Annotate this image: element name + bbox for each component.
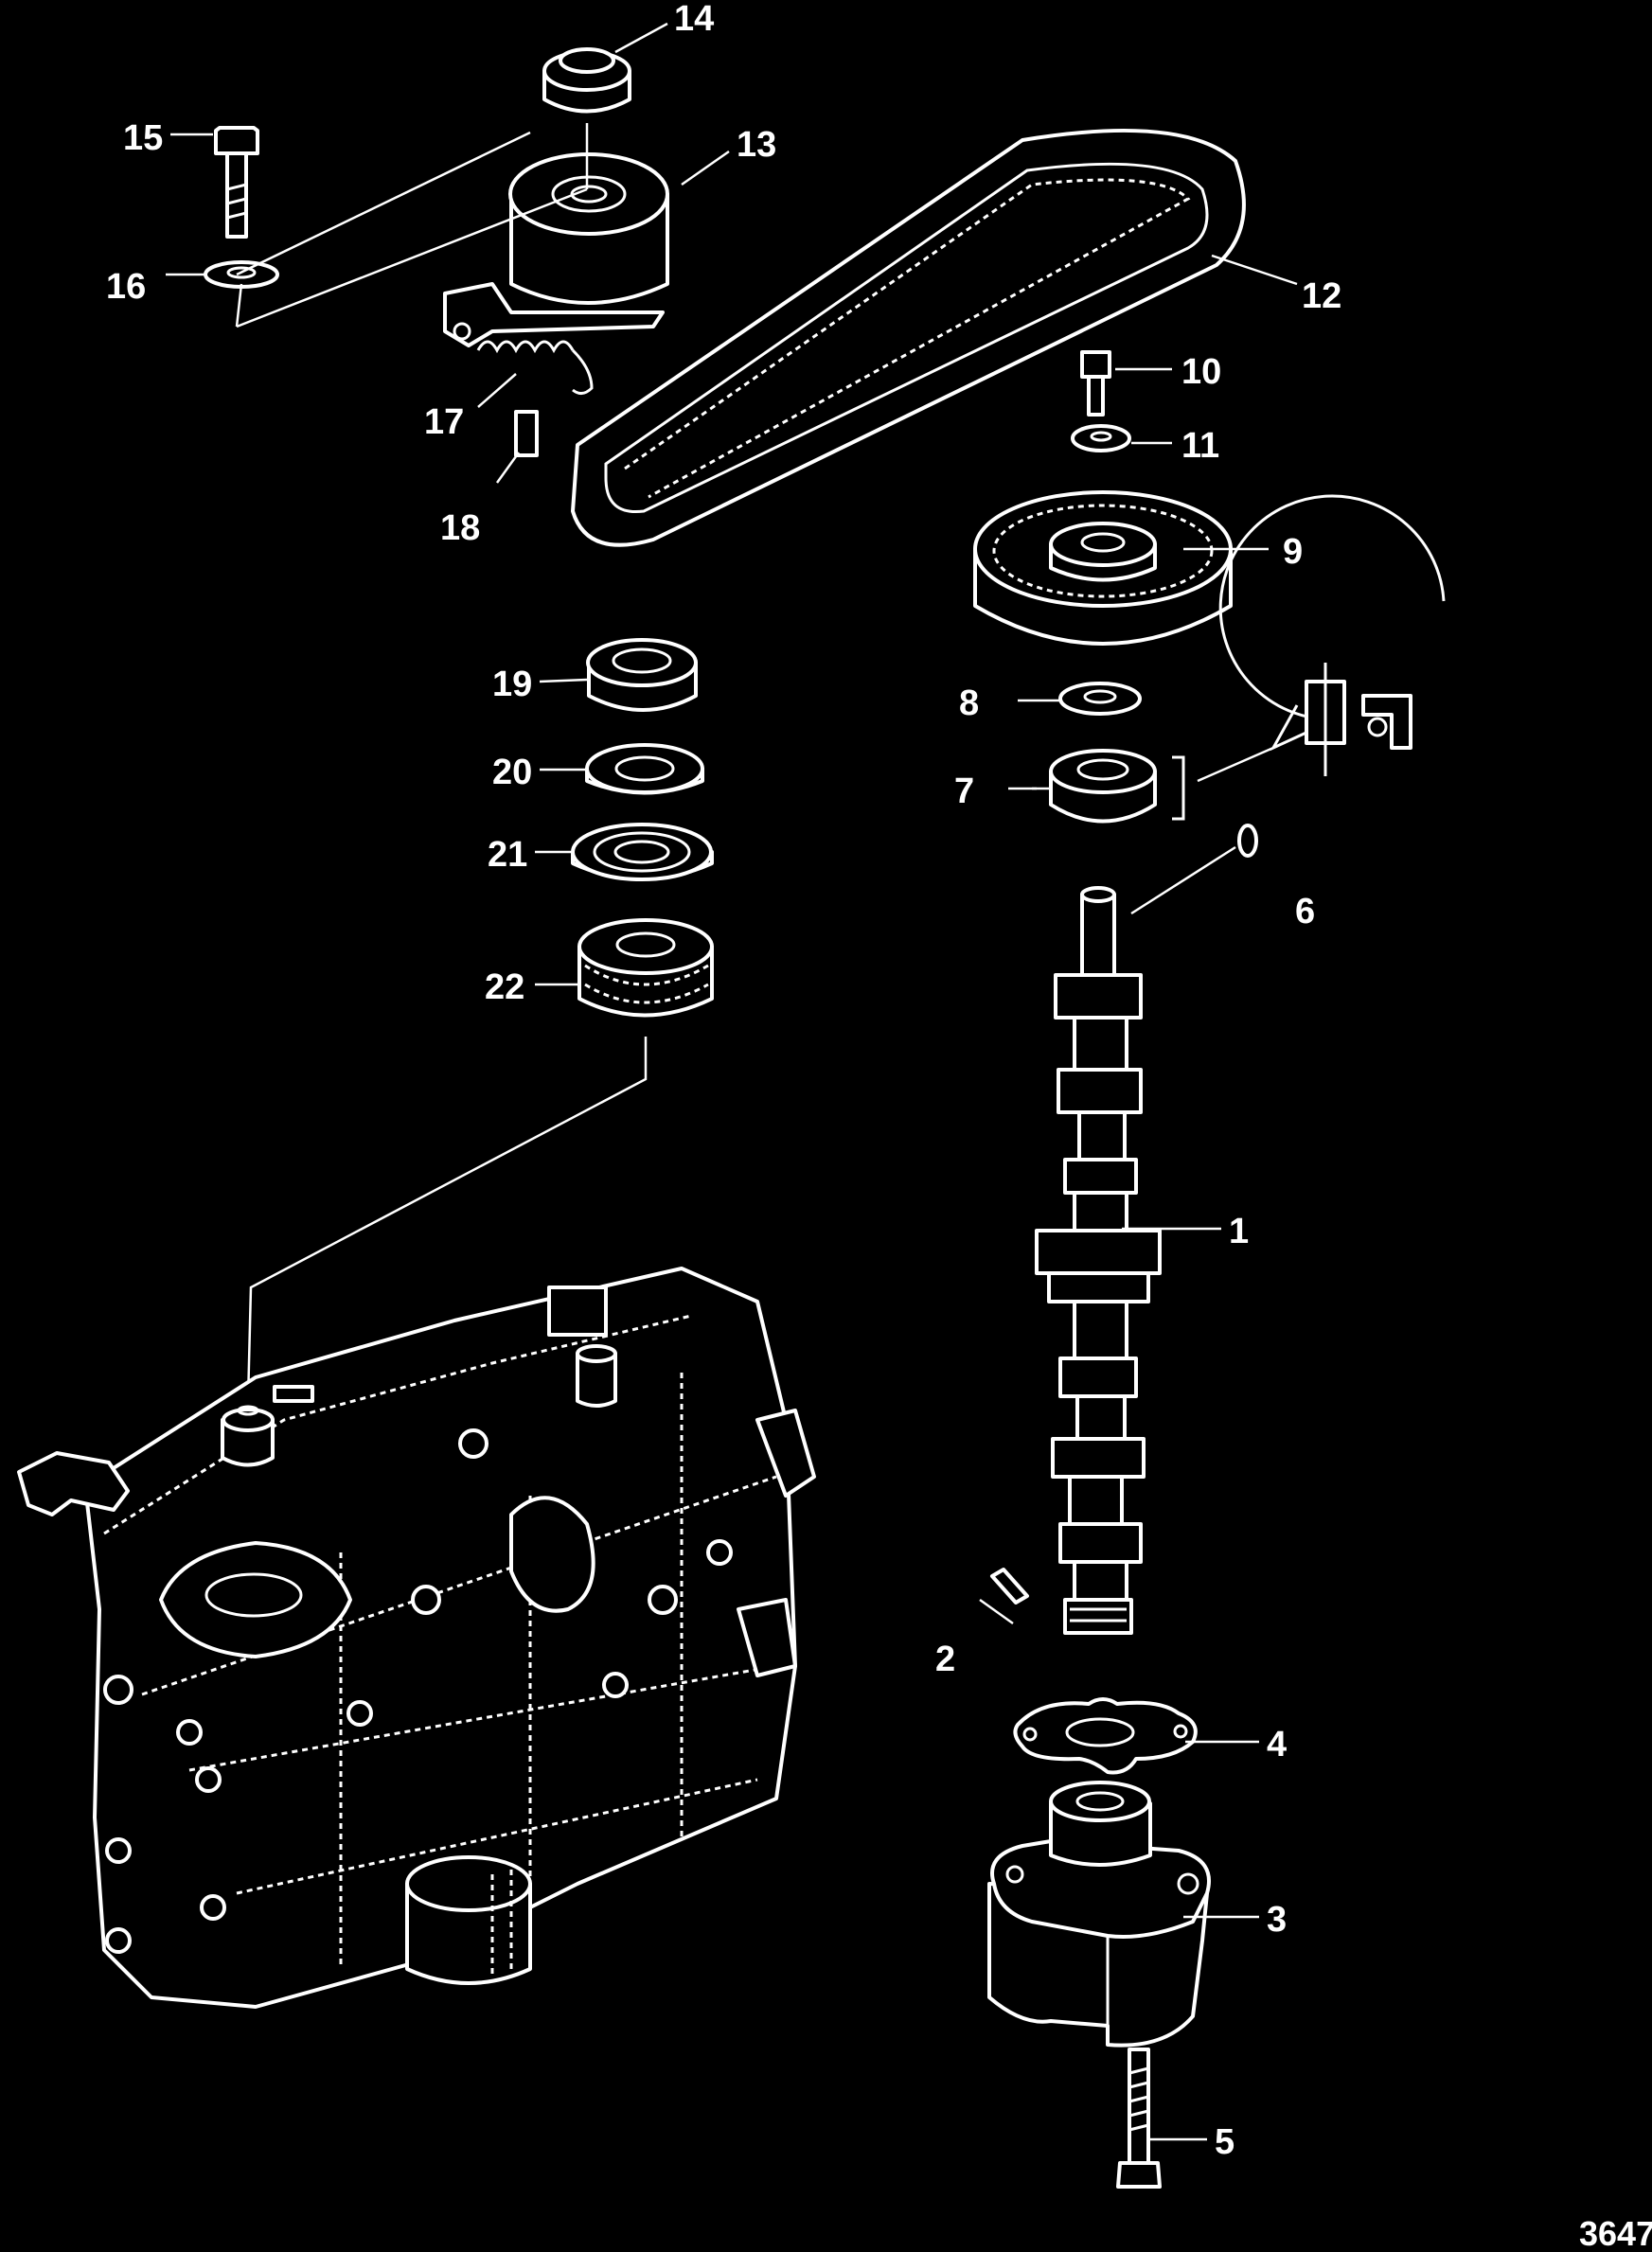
callout-7: 7 <box>954 771 974 811</box>
callout-5: 5 <box>1215 2122 1235 2162</box>
callout-3: 3 <box>1267 1900 1287 1940</box>
figure-number: 3647 <box>1579 2214 1652 2252</box>
callout-19: 19 <box>492 665 532 704</box>
callout-14: 14 <box>674 0 714 39</box>
callout-12: 12 <box>1302 276 1341 316</box>
callout-21: 21 <box>488 835 527 875</box>
washer-11 <box>1071 424 1131 452</box>
crank-sprocket-22 <box>577 918 714 1018</box>
assembly-line-15-13 <box>235 123 589 328</box>
tensioner-pulley <box>443 152 669 347</box>
dowel-pin <box>990 1568 1029 1605</box>
callout-11: 11 <box>1181 426 1219 466</box>
plate-21 <box>571 823 714 881</box>
callout-9: 9 <box>1283 532 1303 572</box>
callout-8: 8 <box>959 683 979 723</box>
tensioner-spring <box>476 340 594 395</box>
callout-1: 1 <box>1229 1212 1249 1251</box>
engine-block <box>17 1267 816 2009</box>
callout-18: 18 <box>440 508 480 548</box>
camshaft-sprocket <box>973 490 1233 646</box>
timing-belt <box>571 128 1246 547</box>
callout-17: 17 <box>424 402 464 442</box>
camshaft <box>1035 886 1162 1635</box>
camshaft-seal <box>1049 746 1274 824</box>
callout-22: 22 <box>485 967 524 1007</box>
pump-bolt <box>1116 2048 1162 2189</box>
washer-20 <box>585 743 704 795</box>
washer-8 <box>1058 682 1142 716</box>
leader-lines <box>166 22 1298 2141</box>
seal-detail-inset <box>1218 494 1446 776</box>
gear-bolt <box>1080 350 1111 417</box>
washer-16 <box>204 260 279 289</box>
callout-15: 15 <box>123 118 163 158</box>
callout-6: 6 <box>1295 892 1315 931</box>
pump-gasket <box>1013 1697 1198 1775</box>
callout-16: 16 <box>106 267 146 307</box>
callout-4: 4 <box>1267 1725 1287 1764</box>
callout-10: 10 <box>1181 352 1221 392</box>
spacer-19 <box>586 638 698 712</box>
woodruff-key <box>1237 824 1258 858</box>
callout-2: 2 <box>935 1640 955 1679</box>
callout-13: 13 <box>737 125 776 165</box>
oil-pump <box>987 1781 1211 2048</box>
pulley-cap <box>542 47 631 114</box>
callout-20: 20 <box>492 753 532 792</box>
tensioner-pin <box>514 410 539 457</box>
assembly-line-22-engine <box>246 1037 648 1402</box>
tensioner-bolt <box>214 126 259 239</box>
